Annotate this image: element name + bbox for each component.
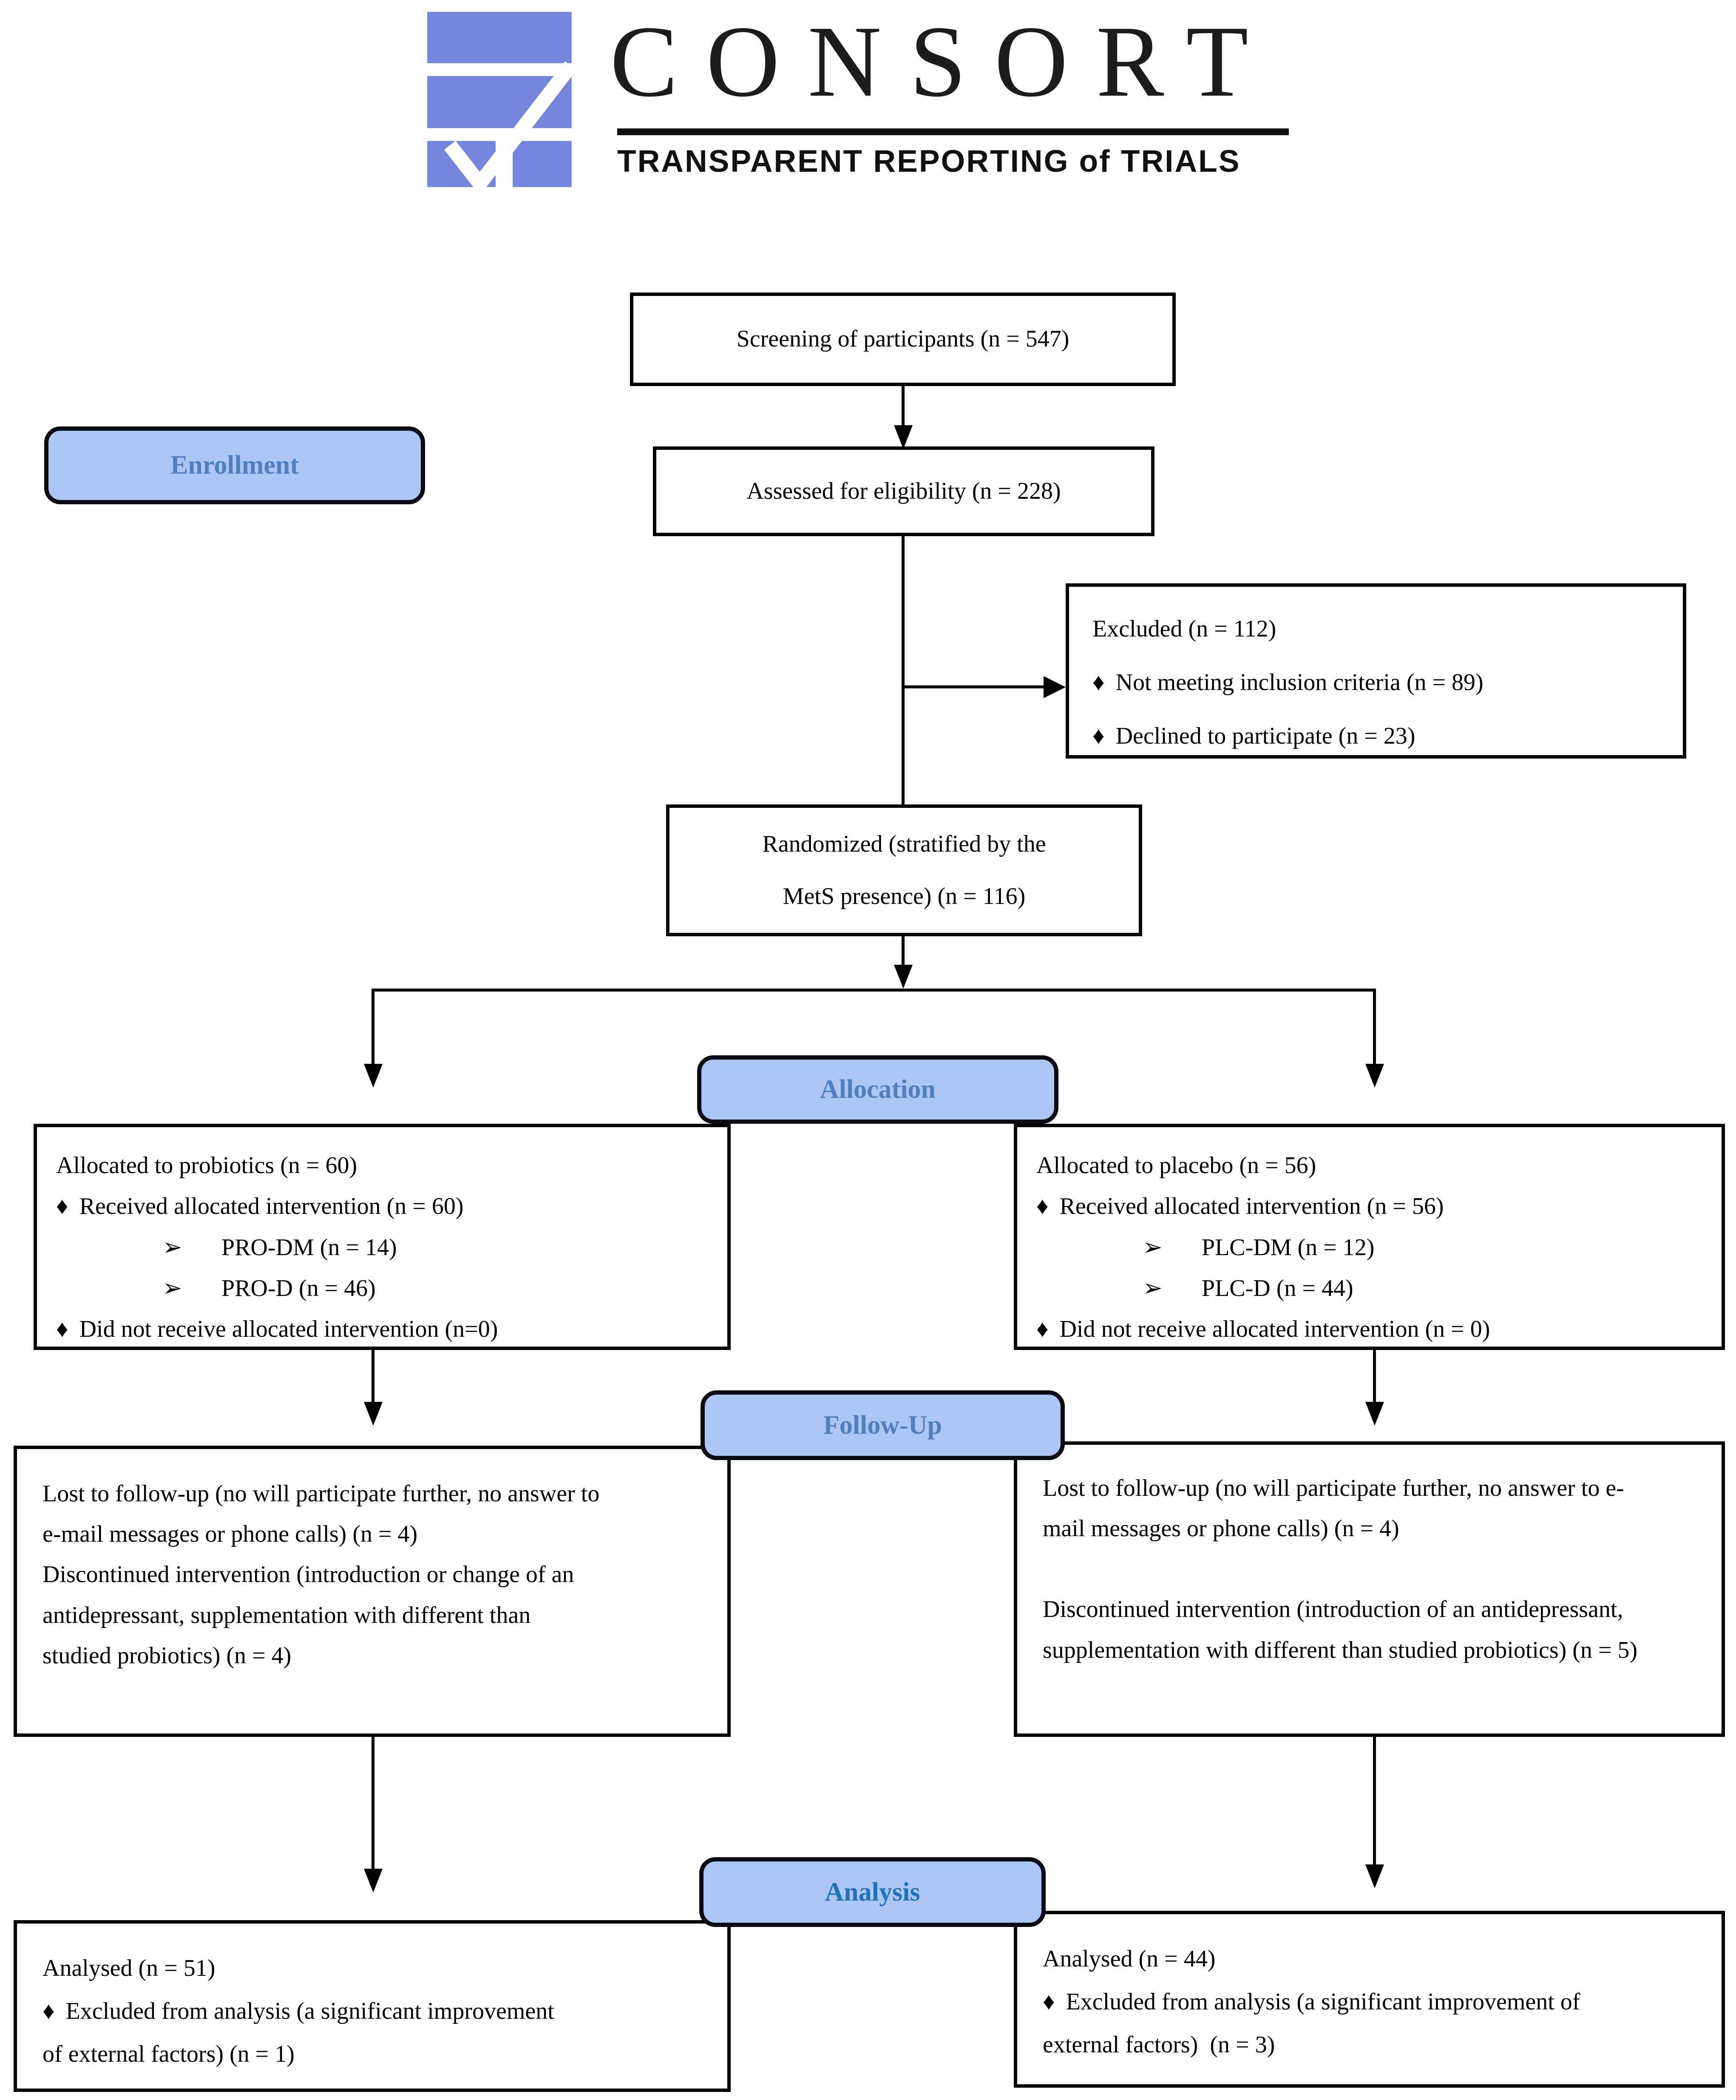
box-randomized-text: Randomized (stratified by the MetS prese… [762, 830, 1046, 909]
diamond-bullet-icon: ♦ [1036, 1193, 1049, 1220]
box-assessed-text: Assessed for eligibility (n = 228) [746, 477, 1061, 504]
an-left-excluded-text: Excluded from analysis (a significant im… [43, 1998, 554, 2067]
alloc-right-sub1-text: PLC-DM (n = 12) [1201, 1234, 1375, 1261]
arrowhead-bullet-icon: ➢ [162, 1275, 182, 1301]
arrowhead-bullet-icon: ➢ [1143, 1275, 1163, 1301]
arrowhead-alloc-right [1365, 1064, 1384, 1088]
excluded-item: ♦ Not meeting inclusion criteria (n = 89) [1092, 656, 1674, 709]
box-screening-text: Screening of participants (n = 547) [736, 326, 1069, 352]
an-right-title: Analysed (n = 44) [1043, 1946, 1216, 1972]
box-assessed: Assessed for eligibility (n = 228) [653, 446, 1154, 536]
alloc-left-notreceived-text: Did not receive allocated intervention (… [79, 1316, 498, 1343]
diamond-bullet-icon: ♦ [1036, 1316, 1049, 1343]
alloc-right-sub2-text: PLC-D (n = 44) [1201, 1275, 1353, 1301]
arrowhead-bullet-icon: ➢ [162, 1234, 182, 1261]
connector-assessed-randomized [902, 536, 905, 804]
box-followup-probiotics: Lost to follow-up (no will participate f… [14, 1446, 731, 1737]
stage-label-followup: Follow-Up [701, 1390, 1065, 1460]
arrowhead-fu-right [1365, 1402, 1384, 1426]
stage-label-analysis-text: Analysis [825, 1877, 920, 1907]
connector-alloc-fu-right [1373, 1350, 1376, 1402]
arrowhead-randomized-split [894, 965, 913, 989]
diamond-bullet-icon: ♦ [56, 1193, 68, 1220]
split-bar [372, 989, 1376, 992]
an-left-title: Analysed (n = 51) [43, 1955, 216, 1981]
consort-tagline: TRANSPARENT REPORTING of TRIALS [617, 144, 1241, 179]
box-randomized: Randomized (stratified by the MetS prese… [666, 804, 1142, 936]
excluded-item: ♦ Declined to participate (n = 23) [1092, 709, 1674, 763]
box-screening: Screening of participants (n = 547) [630, 293, 1176, 386]
an-right-excluded: ♦Excluded from analysis (a significant i… [1043, 1981, 1594, 2066]
box-analysed-probiotics: Analysed (n = 51) ♦Excluded from analysi… [14, 1920, 731, 2092]
arrowhead-analysis-left [364, 1869, 383, 1893]
fu-right-discontinued: Discontinued intervention (introduction … [1043, 1596, 1638, 1663]
excluded-title: Excluded (n = 112) [1092, 616, 1276, 642]
box-analysed-placebo: Analysed (n = 44) ♦Excluded from analysi… [1014, 1911, 1725, 2088]
box-followup-placebo: Lost to follow-up (no will participate f… [1014, 1441, 1725, 1737]
fu-left-discontinued: Discontinued intervention (introduction … [43, 1561, 574, 1669]
stage-label-followup-text: Follow-Up [823, 1410, 942, 1440]
connector-split-alloc-right [1373, 992, 1376, 1064]
stage-label-allocation-text: Allocation [820, 1075, 936, 1104]
alloc-left-sub1-text: PRO-DM (n = 14) [221, 1234, 397, 1261]
arrowhead-bullet-icon: ➢ [1143, 1234, 1163, 1261]
connector-fu-analysis-right [1373, 1737, 1376, 1864]
connector-to-excluded [903, 685, 1044, 688]
arrowhead-fu-left [364, 1402, 383, 1426]
alloc-left-sub2-text: PRO-D (n = 46) [221, 1275, 376, 1301]
fu-left-lost: Lost to follow-up (no will participate f… [43, 1481, 600, 1548]
alloc-right-notreceived: ♦ Did not receive allocated intervention … [1036, 1309, 1713, 1350]
stage-label-allocation: Allocation [697, 1055, 1058, 1124]
alloc-left-notreceived: ♦ Did not receive allocated intervention … [56, 1309, 719, 1350]
alloc-right-sub1: ➢ PLC-DM (n = 12) [1036, 1227, 1713, 1268]
fu-right-lost: Lost to follow-up (no will participate f… [1043, 1475, 1624, 1542]
arrowhead-analysis-right [1365, 1864, 1384, 1888]
diamond-bullet-icon: ♦ [1092, 669, 1105, 696]
box-allocated-probiotics: Allocated to probiotics (n = 60) ♦ Receiv… [34, 1124, 731, 1350]
alloc-left-sub1: ➢ PRO-DM (n = 14) [56, 1227, 719, 1268]
diamond-bullet-icon: ♦ [1092, 723, 1105, 749]
consort-logo-icon [426, 12, 577, 196]
connector-screening-assessed [902, 386, 905, 426]
alloc-left-sub2: ➢ PRO-D (n = 46) [56, 1268, 719, 1309]
box-allocated-placebo: Allocated to placebo (n = 56) ♦ Received … [1014, 1124, 1725, 1350]
an-left-excluded: ♦Excluded from analysis (a significant i… [43, 1990, 579, 2076]
excluded-item-text: Not meeting inclusion criteria (n = 89) [1115, 669, 1484, 696]
connector-fu-analysis-left [372, 1737, 374, 1869]
stage-label-analysis: Analysis [699, 1857, 1046, 1927]
diamond-bullet-icon: ♦ [43, 1998, 55, 2024]
alloc-left-received: ♦ Received allocated intervention (n = 60… [56, 1186, 719, 1227]
stage-label-enrollment-text: Enrollment [170, 451, 299, 480]
arrowhead-screening-assessed [894, 425, 913, 449]
an-right-excluded-text: Excluded from analysis (a significant im… [1043, 1988, 1580, 2058]
alloc-right-notreceived-text: Did not receive allocated intervention (… [1059, 1316, 1490, 1343]
arrowhead-to-excluded [1044, 676, 1066, 698]
diamond-bullet-icon: ♦ [56, 1316, 68, 1343]
connector-randomized-split [902, 936, 905, 965]
stage-label-enrollment: Enrollment [44, 426, 425, 504]
connector-alloc-fu-left [372, 1350, 374, 1402]
consort-wordmark: CONSORT [610, 5, 1276, 118]
logo-divider-rule [617, 128, 1289, 135]
excluded-item-text: Declined to participate (n = 23) [1115, 723, 1415, 749]
diamond-bullet-icon: ♦ [1043, 1988, 1055, 2015]
alloc-right-sub2: ➢ PLC-D (n = 44) [1036, 1268, 1713, 1309]
connector-split-alloc-left [372, 992, 374, 1064]
box-excluded: Excluded (n = 112) ♦ Not meeting inclusio… [1066, 583, 1686, 759]
alloc-right-received-text: Received allocated intervention (n = 56) [1059, 1193, 1444, 1220]
arrowhead-alloc-left [364, 1064, 383, 1088]
alloc-right-received: ♦ Received allocated intervention (n = 56… [1036, 1186, 1713, 1227]
alloc-left-title: Allocated to probiotics (n = 60) [56, 1152, 357, 1179]
alloc-right-title: Allocated to placebo (n = 56) [1036, 1152, 1316, 1179]
alloc-left-received-text: Received allocated intervention (n = 60) [79, 1193, 464, 1220]
